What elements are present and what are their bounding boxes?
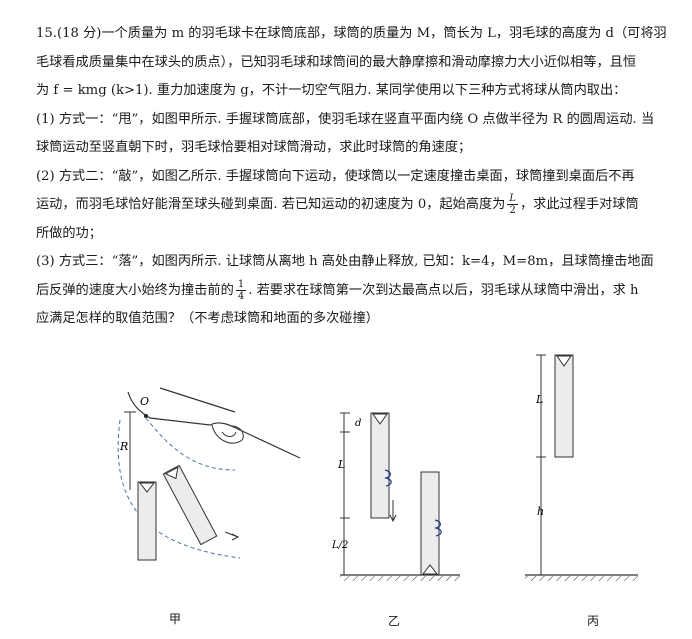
label-h: h xyxy=(537,505,544,518)
caption-yi: 乙 xyxy=(388,614,401,628)
question-2-line-1: (2) 方式二：“敲”，如图乙所示. 手握球筒向下运动，使球筒以一定速度撞击桌面… xyxy=(36,163,666,192)
shuttlecock-lower-yi xyxy=(421,564,439,575)
fraction-numerator: L xyxy=(507,193,518,205)
shuttlecock-tilted xyxy=(164,466,179,480)
question-1-text-2: 球筒运动至竖直朝下时，羽毛球恰要相对球筒滑动，求此时球筒的角速度； xyxy=(36,140,472,155)
problem-statement-1: 一个质量为 m 的羽毛球卡在球筒底部，球筒的质量为 M，筒长为 L，羽毛球的高度… xyxy=(101,26,667,41)
fraction-denominator: 2 xyxy=(509,205,516,216)
question-3-text-2a: 后反弹的速度大小始终为撞击前的 xyxy=(36,282,234,298)
tube-lower-yi xyxy=(420,471,440,576)
problem-line-3: 为 f = kmg (k>1). 重力加速度为 g，不计一切空气阻力. 某同学使… xyxy=(36,77,666,106)
label-R: R xyxy=(119,440,128,453)
question-3-text-2b: . 若要求在球筒第一次到达最高点以后，羽毛球从球筒中滑出，求 h xyxy=(248,282,639,298)
problem-line-1: 15.(18 分)一个质量为 m 的羽毛球卡在球筒底部，球筒的质量为 M，筒长为… xyxy=(36,20,667,49)
question-1-line-2: 球筒运动至竖直朝下时，羽毛球恰要相对球筒滑动，求此时球筒的角速度； xyxy=(36,134,666,163)
down-arrow-head xyxy=(389,514,397,523)
fraction-denominator: 4 xyxy=(237,290,245,302)
question-2-line-3: 所做的功； xyxy=(36,220,666,249)
ground-hatch-yi xyxy=(340,576,460,581)
problem-statement-3: 为 f = kmg (k>1). 重力加速度为 g，不计一切空气阻力. 某同学使… xyxy=(36,83,627,98)
problem-number: 15. xyxy=(36,26,57,41)
figure-bing: L h xyxy=(525,354,638,581)
arm-outline-top xyxy=(159,387,236,413)
caption-jia: 甲 xyxy=(169,612,182,626)
problem-points: (18 分) xyxy=(56,26,102,41)
pivot-point xyxy=(144,414,148,418)
hand-knuckles xyxy=(221,431,237,437)
question-1-line-1: (1) 方式一：“甩”，如图甲所示. 手握球筒底部，使羽毛球在竖直平面内绕 O … xyxy=(36,106,666,135)
motion-arrow-head xyxy=(231,533,240,541)
figure-jia: O R xyxy=(117,387,301,561)
question-1-text-1: (1) 方式一：“甩”，如图甲所示. 手握球筒底部，使羽毛球在竖直平面内绕 O … xyxy=(36,111,655,127)
tube-upper-yi xyxy=(370,412,390,519)
tube-bing xyxy=(554,354,574,458)
tube-tilted-group xyxy=(162,464,218,546)
ground-hatch-bing xyxy=(525,576,638,581)
shuttlecock-upper-yi xyxy=(372,413,388,425)
question-3-line-1: (3) 方式三：“落”，如图丙所示. 让球筒从离地 h 高处由静止释放, 已知：… xyxy=(36,248,666,277)
question-2-text-2b: ，求此过程手对球筒 xyxy=(519,197,639,212)
tube-tilted xyxy=(162,464,218,546)
caption-bing: 丙 xyxy=(587,614,600,628)
label-L-half: L/2 xyxy=(331,540,348,551)
question-3-text-1: (3) 方式三：“落”，如图丙所示. 让球筒从离地 h 高处由静止释放, 已知：… xyxy=(36,254,654,269)
problem-statement-2: 毛球看成质量集中在球头的质点），已知羽毛球和球筒间的最大静摩擦和滑动摩擦力大小近… xyxy=(36,54,637,70)
shuttlecock-vertical xyxy=(138,482,156,493)
shuttlecock-bing xyxy=(556,355,572,367)
question-2-text-3: 所做的功； xyxy=(36,225,102,241)
problem-line-2: 毛球看成质量集中在球头的质点），已知羽毛球和球筒间的最大静摩擦和滑动摩擦力大小近… xyxy=(36,49,666,78)
label-L-yi: L xyxy=(337,458,345,471)
question-3-text-3: 应满足怎样的取值范围？（不考虑球筒和地面的多次碰撞） xyxy=(36,311,379,326)
problem-text: 15.(18 分)一个质量为 m 的羽毛球卡在球筒底部，球筒的质量为 M，筒长为… xyxy=(36,20,667,334)
question-2-text-2a: 运动，而羽毛球恰好能滑至球头碰到桌面. 若已知运动的初速度为 0，起始高度为 xyxy=(36,197,506,212)
tube-vertical xyxy=(137,481,157,561)
fraction-numerator: 1 xyxy=(235,278,247,291)
dashed-radius-arc xyxy=(145,417,236,471)
hand-grip-upper xyxy=(383,469,392,487)
hand-grip-lower xyxy=(433,519,442,537)
hand-fingers xyxy=(211,424,244,444)
question-3-line-3: 应满足怎样的取值范围？（不考虑球筒和地面的多次碰撞） xyxy=(36,305,666,334)
figure-yi: d L L/2 xyxy=(331,412,460,581)
label-d: d xyxy=(355,418,361,429)
arm-outline xyxy=(127,391,301,459)
label-O: O xyxy=(140,395,149,408)
question-2-text-1: (2) 方式二：“敲”，如图乙所示. 手握球筒向下运动，使球筒以一定速度撞击桌面… xyxy=(36,168,635,184)
label-L-bing: L xyxy=(535,393,543,406)
